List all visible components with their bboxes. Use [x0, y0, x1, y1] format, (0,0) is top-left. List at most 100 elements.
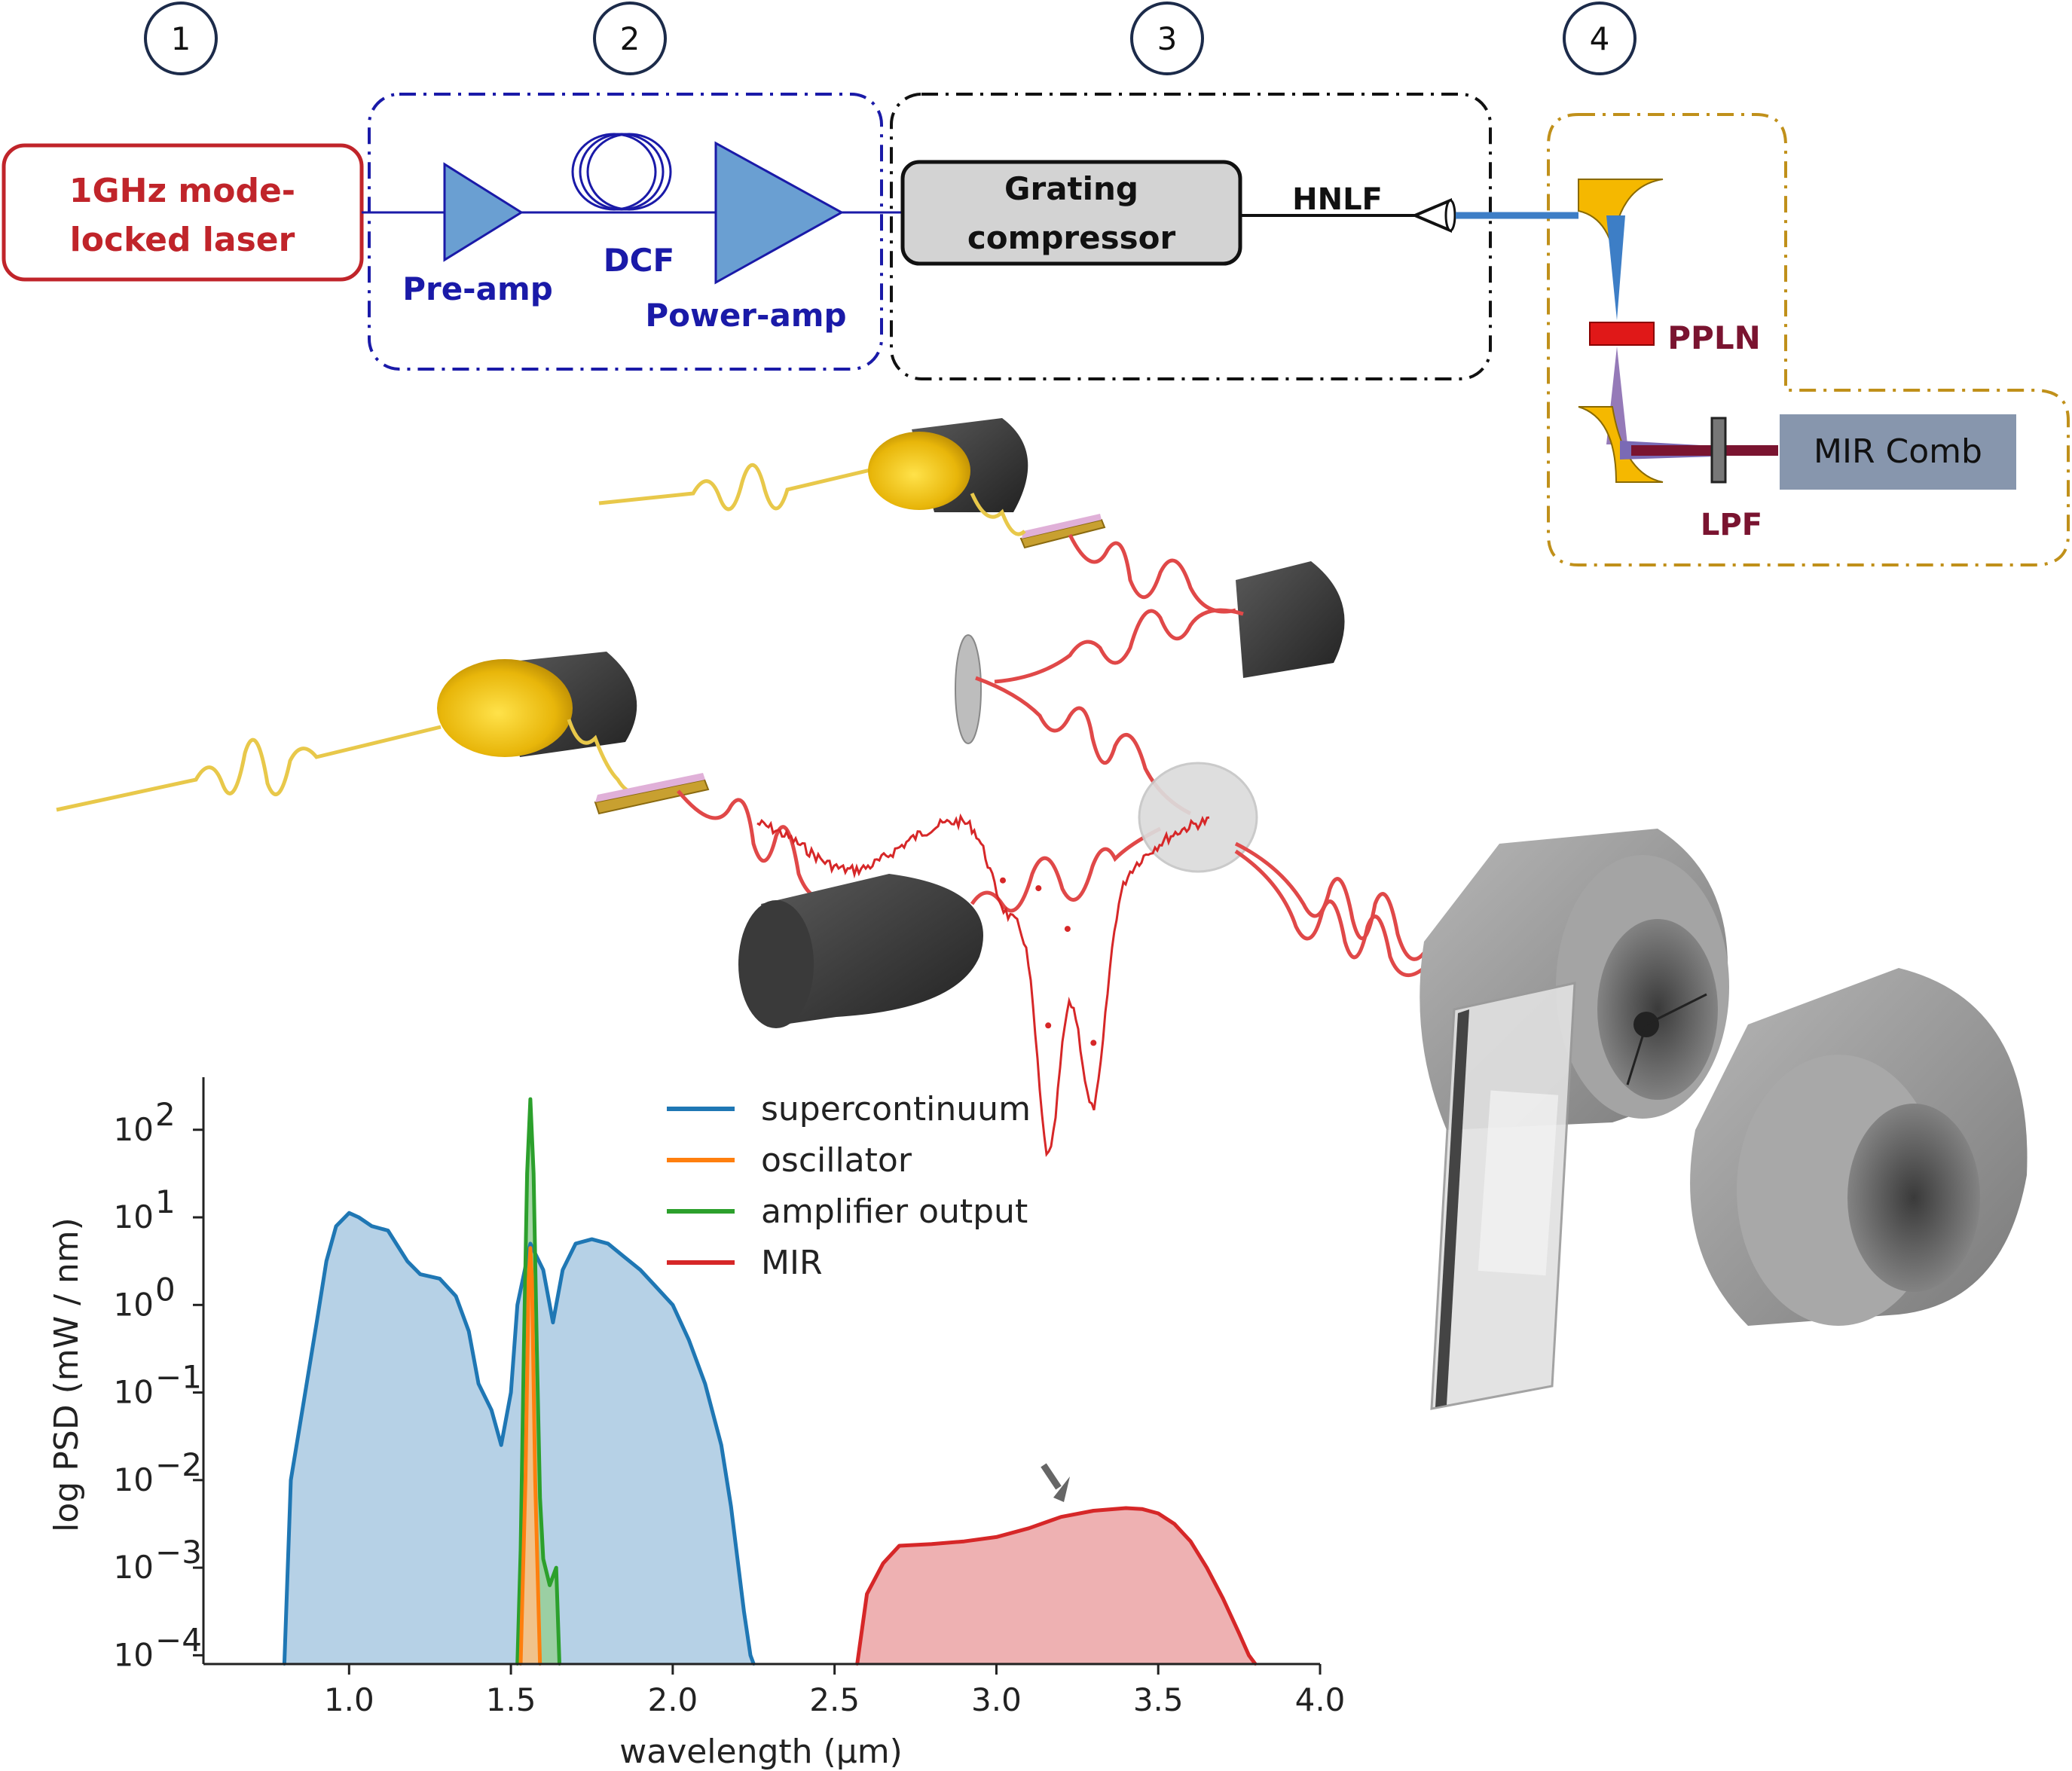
y-tick-label: 10: [114, 1636, 154, 1673]
lower-input-pulse: [56, 725, 442, 812]
data-point: [509, 1391, 513, 1394]
y-tick-exponent: −2: [155, 1446, 202, 1483]
legend-entry: amplifier output: [761, 1192, 1028, 1231]
data-point: [500, 1443, 503, 1447]
data-point: [865, 1592, 869, 1595]
data-point: [528, 1246, 532, 1250]
data-point: [519, 1548, 522, 1552]
lpf-label: LPF: [1701, 508, 1762, 542]
upper-dark-cylinder: [1236, 561, 1345, 678]
legend-entry: oscillator: [761, 1141, 912, 1180]
data-point: [1140, 1507, 1144, 1511]
stage-3-circle: [1130, 2, 1204, 75]
data-point: [551, 1321, 555, 1324]
data-point: [1205, 1566, 1209, 1570]
data-point: [418, 1272, 422, 1276]
series-line-MIR: [855, 1506, 1258, 1666]
upper-gold-lens: [868, 432, 970, 510]
data-point: [607, 1241, 610, 1245]
mir-comb-box: [1780, 414, 2016, 490]
x-axis-label: wavelength (μm): [619, 1733, 902, 1771]
chart-inset: [756, 813, 1210, 1158]
sample-cell-aperture-left: [1597, 919, 1718, 1100]
y-tick-label: 10: [114, 1374, 154, 1411]
data-point: [542, 1557, 545, 1561]
data-point: [335, 1224, 338, 1228]
data-point: [542, 1268, 545, 1272]
stage-4-label: 4: [1590, 20, 1610, 57]
mir-comb-label: MIR Comb: [1814, 432, 1982, 471]
data-point: [1189, 1540, 1193, 1544]
data-point: [1247, 1653, 1251, 1657]
inset-dip-point: [1000, 877, 1006, 884]
lower-red-pulse-1: [677, 789, 830, 900]
data-point: [703, 1382, 707, 1385]
y-tick-exponent: −1: [155, 1359, 202, 1396]
data-point: [1172, 1522, 1176, 1525]
data-point: [1027, 1526, 1031, 1530]
data-point: [467, 1330, 471, 1333]
data-point: [289, 1478, 292, 1482]
laser-label-line1: 1GHz mode-: [69, 172, 295, 210]
chart-fills: [284, 1099, 1256, 1664]
lower-red-pulse-2: [970, 826, 1162, 913]
data-point: [882, 1562, 885, 1565]
data-point: [454, 1294, 458, 1298]
stage-2-box: [368, 93, 883, 371]
dcf-label: DCF: [604, 242, 674, 279]
data-point: [1237, 1632, 1241, 1635]
y-tick-label: 10: [114, 1198, 154, 1235]
x-tick-label: 1.5: [486, 1681, 536, 1718]
series-fill-MIR: [857, 1508, 1256, 1664]
data-point: [370, 1224, 374, 1228]
data-point: [538, 1496, 542, 1500]
y-tick-label: 10: [114, 1286, 154, 1323]
stage-1-label: 1: [171, 20, 191, 57]
stage-3-box: [890, 93, 1492, 380]
upper-red-pulse-2: [994, 608, 1244, 684]
legend-entry: MIR: [761, 1244, 823, 1282]
lpf-filter: [1710, 417, 1727, 484]
inset-dip-point: [1090, 1040, 1097, 1046]
data-point: [438, 1277, 442, 1281]
inset-arrow-icon: [1041, 1463, 1070, 1502]
data-point: [347, 1211, 351, 1215]
poweramp-label: Power-amp: [645, 297, 846, 334]
data-point: [386, 1229, 390, 1232]
chart-lines: [282, 1097, 1258, 1666]
illustration-3d: [56, 418, 2028, 1410]
data-point: [524, 1478, 527, 1482]
data-point: [687, 1338, 691, 1342]
stage-2-circle: [593, 2, 667, 75]
data-point: [522, 1347, 526, 1351]
preamp-label: Pre-amp: [402, 270, 553, 307]
data-point: [638, 1268, 642, 1272]
y-tick-exponent: 1: [155, 1183, 176, 1220]
focused-beam: [1606, 215, 1625, 320]
data-point: [490, 1408, 494, 1412]
x-tick-label: 3.0: [971, 1681, 1022, 1718]
data-point: [477, 1382, 481, 1385]
x-tick-label: 2.5: [809, 1681, 860, 1718]
data-point: [528, 1098, 532, 1101]
data-point: [1124, 1507, 1128, 1510]
data-point: [897, 1544, 901, 1547]
series-fill-supercontinuum: [284, 1213, 754, 1664]
laser-box: [2, 143, 364, 282]
y-tick-label: 10: [114, 1549, 154, 1586]
dcf-coil-icon: [571, 133, 672, 211]
series-fill-oscillator: [521, 1247, 540, 1664]
y-tick-exponent: 2: [155, 1096, 176, 1133]
data-point: [622, 1255, 626, 1259]
grating-compressor-box: [900, 160, 1242, 266]
data-point: [530, 1277, 533, 1281]
data-point: [590, 1238, 594, 1241]
x-tick-label: 2.0: [647, 1681, 698, 1718]
stage-4-box: [1547, 113, 2070, 566]
data-point: [962, 1540, 966, 1544]
data-point: [515, 1303, 519, 1307]
data-point: [729, 1504, 733, 1508]
